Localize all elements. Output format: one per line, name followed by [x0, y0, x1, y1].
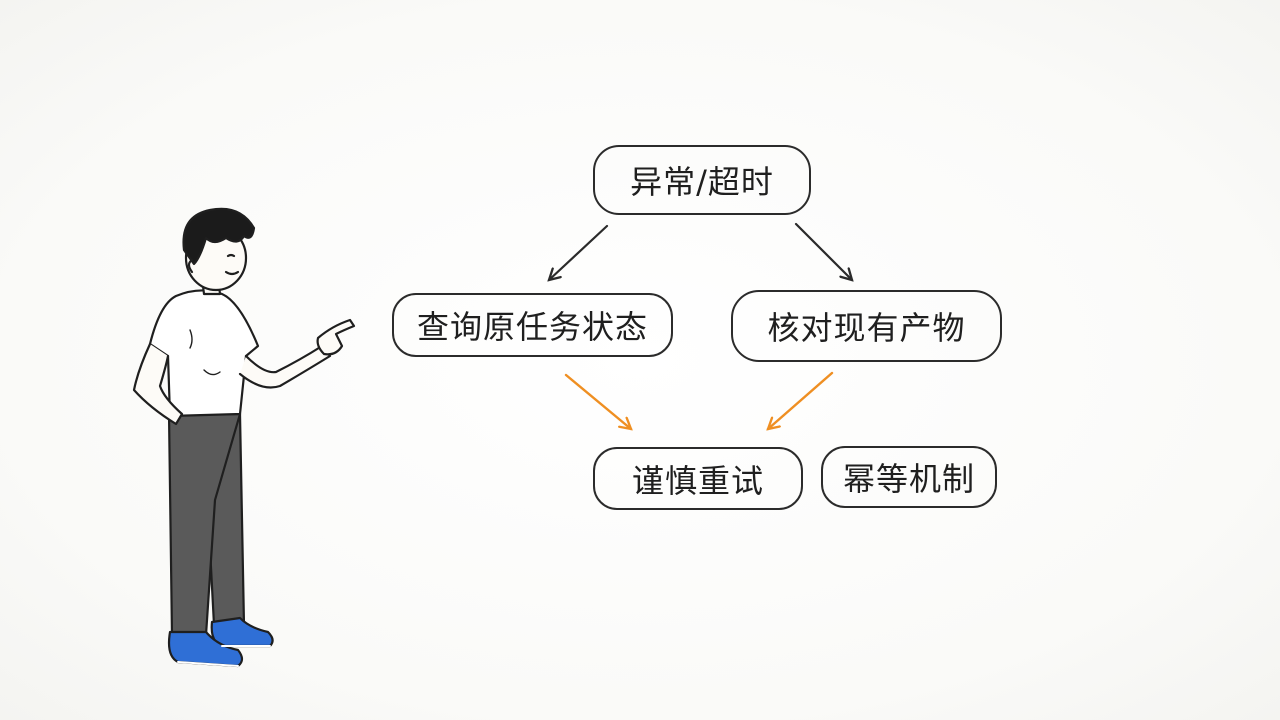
- arrow-verify-to-retry: [768, 371, 834, 429]
- arrow-exception-to-verify: [794, 222, 852, 280]
- person-pointing-icon: [132, 207, 356, 668]
- arrow-exception-to-query: [549, 224, 609, 280]
- node-query-original-task-state: 查询原任务状态: [392, 293, 673, 357]
- node-careful-retry: 谨慎重试: [593, 447, 803, 510]
- arrow-query-to-retry: [564, 373, 631, 429]
- node-careful-retry-label: 谨慎重试: [631, 461, 764, 500]
- node-idempotent-mechanism: 幂等机制: [821, 446, 997, 508]
- node-query-original-task-state-label: 查询原任务状态: [416, 308, 648, 346]
- node-verify-existing-output: 核对现有产物: [731, 290, 1002, 362]
- node-exception-timeout-label: 异常/超时: [630, 163, 774, 201]
- node-verify-existing-output-label: 核对现有产物: [767, 309, 966, 347]
- node-idempotent-mechanism-label: 幂等机制: [842, 460, 975, 498]
- node-exception-timeout: 异常/超时: [593, 145, 811, 215]
